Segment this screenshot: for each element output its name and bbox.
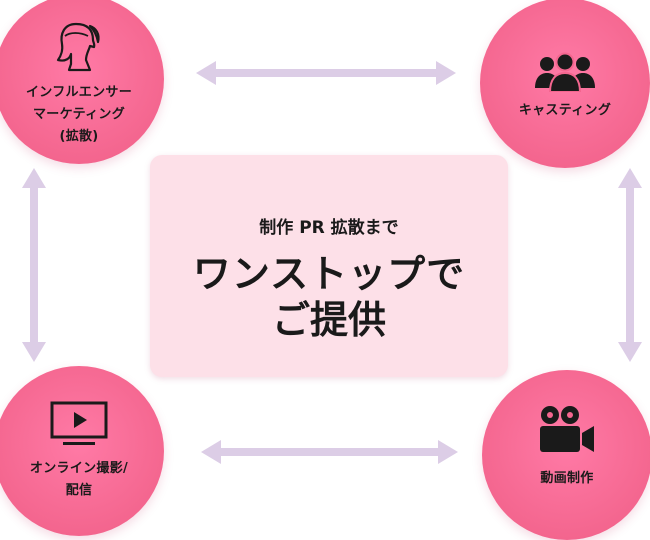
casting-label: キャスティング bbox=[518, 103, 612, 118]
center-message-box: 制作 PR 拡散まで ワンストップで ご提供 bbox=[150, 155, 508, 377]
influencer-label-line2: マーケティング bbox=[32, 107, 126, 122]
node-influencer-marketing: インフルエンサー マーケティング (拡散) bbox=[0, 0, 164, 164]
node-video-production: 動画制作 bbox=[482, 370, 650, 540]
arrow-top bbox=[196, 61, 456, 85]
video-camera-icon bbox=[536, 404, 598, 460]
influencer-label-line3: (拡散) bbox=[59, 129, 99, 144]
node-online-streaming: オンライン撮影/ 配信 bbox=[0, 366, 164, 536]
monitor-play-icon bbox=[49, 400, 109, 452]
center-title-line1: ワンストップで bbox=[192, 252, 466, 296]
influencer-label-line1: インフルエンサー bbox=[25, 85, 132, 100]
center-subtitle: 制作 PR 拡散まで bbox=[259, 218, 399, 238]
arrow-left bbox=[22, 168, 46, 362]
arrow-right bbox=[618, 168, 642, 362]
online-label-line2: 配信 bbox=[65, 483, 93, 498]
woman-profile-icon bbox=[56, 20, 102, 76]
center-title-line2: ご提供 bbox=[271, 298, 386, 342]
node-casting: キャスティング bbox=[480, 0, 650, 168]
arrow-bottom bbox=[201, 440, 458, 464]
video-label: 動画制作 bbox=[540, 471, 594, 486]
online-label-line1: オンライン撮影/ bbox=[29, 461, 129, 476]
people-group-icon bbox=[533, 52, 597, 96]
